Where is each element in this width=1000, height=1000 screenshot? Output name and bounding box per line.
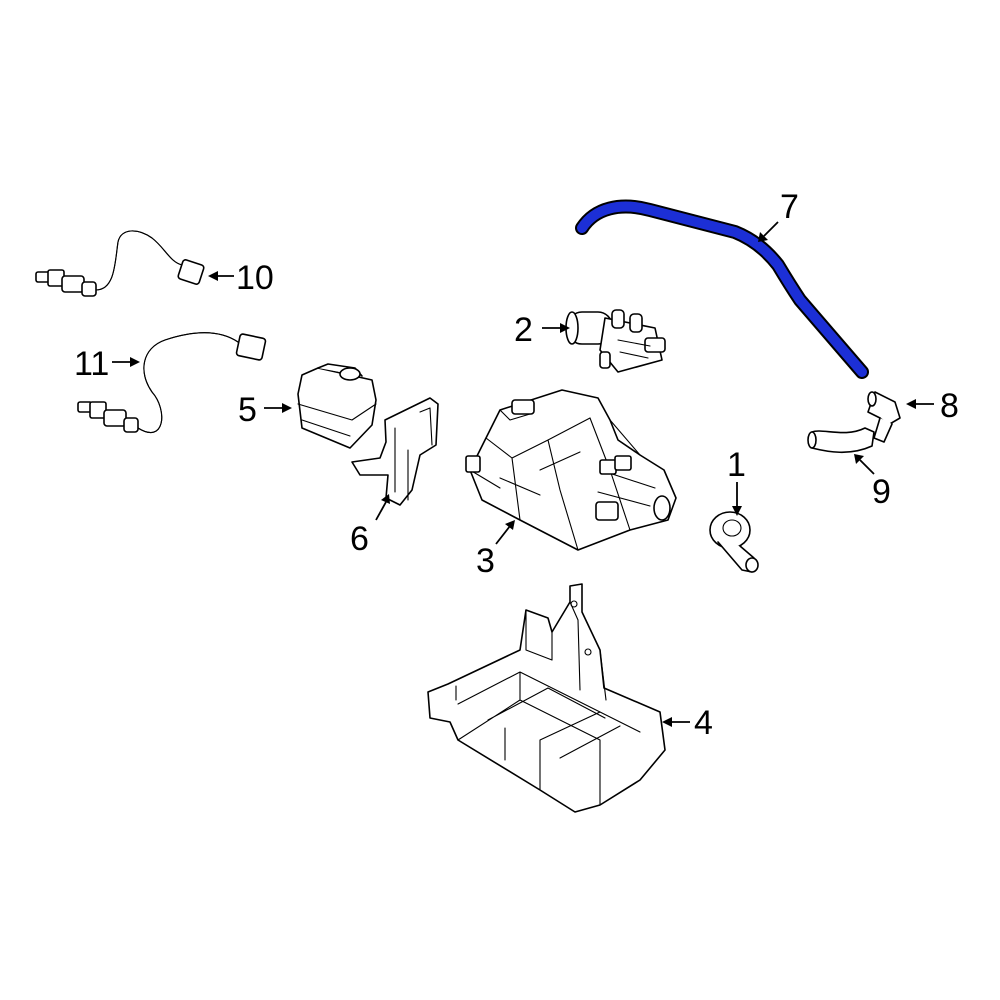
callout-3[interactable]: 3 <box>476 542 495 580</box>
callout-9[interactable]: 9 <box>872 473 891 511</box>
callout-5[interactable]: 5 <box>238 391 257 429</box>
leader-3 <box>495 525 511 545</box>
arrow-10 <box>208 271 218 281</box>
arrow-9 <box>854 454 864 464</box>
leader-7 <box>763 221 779 237</box>
callout-11[interactable]: 11 <box>74 345 109 383</box>
callout-8[interactable]: 8 <box>940 387 959 425</box>
callout-7[interactable]: 7 <box>780 188 799 226</box>
part-3-canister[interactable] <box>465 389 677 551</box>
part-10-oxygen-sensor[interactable] <box>35 230 205 297</box>
part-1-leak-detection-pump[interactable] <box>709 511 759 573</box>
callout-1[interactable]: 1 <box>727 446 746 484</box>
callout-10[interactable]: 10 <box>236 259 274 297</box>
arrow-1 <box>732 506 742 516</box>
callout-6[interactable]: 6 <box>350 520 369 558</box>
part-5-filter-housing[interactable] <box>297 363 377 449</box>
part-4-tray[interactable] <box>427 583 666 813</box>
callout-2[interactable]: 2 <box>514 311 533 349</box>
callouts: 1 2 3 4 5 6 7 8 9 10 11 <box>74 188 959 742</box>
leader-6 <box>375 501 387 521</box>
arrow-4 <box>662 717 672 727</box>
part-11-oxygen-sensor[interactable] <box>77 332 267 434</box>
part-2-purge-valve[interactable] <box>565 309 666 373</box>
arrow-2 <box>560 323 570 333</box>
part-8-elbow-fitting[interactable] <box>867 391 901 443</box>
part-9-hose[interactable] <box>807 427 875 454</box>
callout-4[interactable]: 4 <box>694 704 713 742</box>
leader-9 <box>859 459 875 475</box>
arrow-7 <box>758 232 768 242</box>
arrow-5 <box>282 403 292 413</box>
part-6-bracket[interactable] <box>351 397 439 506</box>
arrow-6 <box>381 494 390 504</box>
leaders <box>112 221 934 727</box>
arrow-3 <box>505 520 515 530</box>
arrow-8 <box>906 399 916 409</box>
arrow-11 <box>130 357 140 367</box>
part-7-hose[interactable] <box>575 199 869 379</box>
